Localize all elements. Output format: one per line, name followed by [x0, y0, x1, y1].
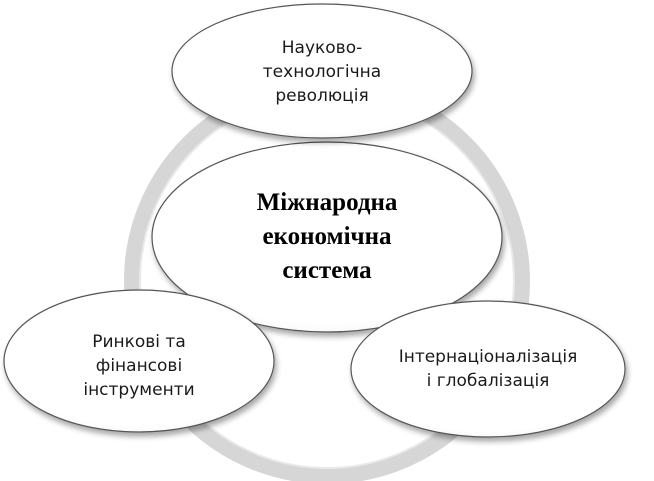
center-label-line: система: [282, 257, 372, 284]
top-node-ellipse: [171, 3, 473, 139]
right-node-label: Інтернаціоналізація і глобалізація: [383, 331, 593, 407]
center-ellipse: [151, 141, 503, 333]
center-label-line: економічна: [262, 223, 392, 250]
right-node-label-line: Інтернаціоналізація: [398, 347, 578, 367]
left-node-label-line: інструменти: [83, 380, 195, 400]
right-node-ellipse: [350, 300, 626, 438]
left-node-label: Ринкові та фінансові інструменти: [44, 316, 234, 416]
left-node-label-line: фінансові: [95, 356, 183, 376]
left-node-ellipse: [3, 289, 275, 433]
top-node-label-line: революція: [275, 86, 369, 106]
top-node-label-line: Науково-: [281, 38, 363, 58]
right-node-label-line: і глобалізація: [426, 371, 550, 391]
center-label: Міжнародна економічна система: [202, 172, 452, 302]
top-node-label-line: технологічна: [262, 62, 382, 82]
left-node-label-line: Ринкові та: [92, 332, 186, 352]
center-label-line: Міжнародна: [256, 189, 398, 216]
top-node-label: Науково- технологічна революція: [222, 22, 422, 122]
